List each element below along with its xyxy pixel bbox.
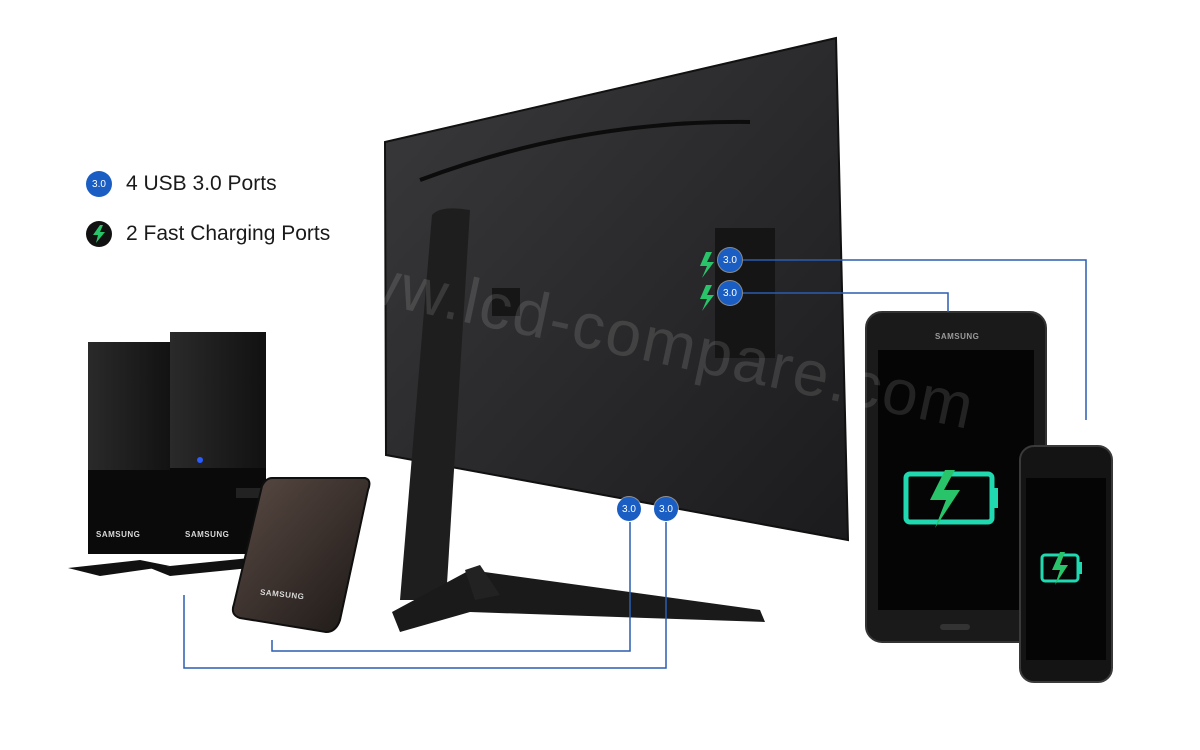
usb-ports-label: 4 USB 3.0 Ports <box>126 172 277 195</box>
speaker-brand-right: SAMSUNG <box>185 530 230 539</box>
usb-3-badge-icon: 3.0 <box>617 497 641 521</box>
fast-charge-ports-label: 2 Fast Charging Ports <box>126 222 331 245</box>
legend-fast-charge-row: 2 Fast Charging Ports <box>86 220 330 248</box>
fast-charge-bolt-icon <box>86 221 112 247</box>
monitor-stand <box>392 208 765 632</box>
tablet <box>865 311 1047 643</box>
external-hdd <box>231 477 371 634</box>
usb-3-badge-icon: 3.0 <box>654 497 678 521</box>
battery-charging-icon <box>903 470 998 528</box>
legend-usb-row: 3.0 4 USB 3.0 Ports <box>86 170 330 198</box>
connector-lines <box>183 259 1087 669</box>
usb-3-badge-icon: 3.0 <box>86 171 112 197</box>
fast-charge-bolt-icon <box>700 252 714 278</box>
usb-3-badge-icon: 3.0 <box>718 281 742 305</box>
phone <box>1019 445 1113 683</box>
speakers <box>68 332 270 576</box>
speaker-brand-left: SAMSUNG <box>96 530 141 539</box>
port-legend: 3.0 4 USB 3.0 Ports 2 Fast Charging Port… <box>86 170 330 270</box>
battery-charging-icon <box>1040 552 1082 585</box>
fast-charge-bolt-icon <box>700 285 714 311</box>
usb-3-badge-icon: 3.0 <box>718 248 742 272</box>
tablet-brand: SAMSUNG <box>935 332 980 341</box>
